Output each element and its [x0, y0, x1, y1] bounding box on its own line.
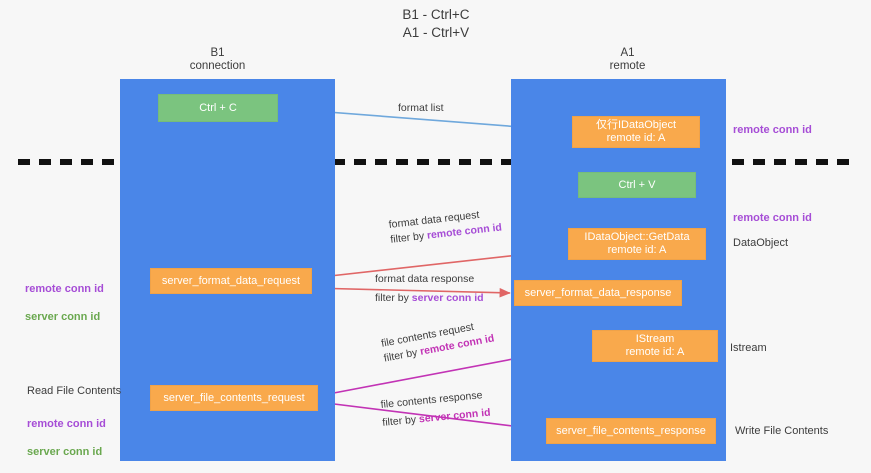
box-getdata[interactable]: IDataObject::GetData remote id: A [568, 228, 706, 260]
edge-label-format-data-request-group: format data request filter by remote con… [388, 206, 503, 248]
edge-label-file-contents-response-group: file contents response filter by server … [380, 388, 491, 431]
edge-label-format-data-response: format data response [375, 273, 475, 285]
annotation-left-remote-conn-id-2: remote conn id [27, 418, 106, 430]
annotation-write-file-contents: Write File Contents [735, 425, 829, 437]
filter-prefix: filter by [375, 292, 412, 304]
annotation-read-file-contents: Read File Contents [27, 385, 122, 397]
lane-header-b1: B1 connection [189, 47, 246, 72]
box-ctrl-c[interactable]: Ctrl + C [158, 94, 278, 122]
lane-header-a1: A1 remote [609, 47, 646, 72]
box-server-format-data-request[interactable]: server_format_data_request [150, 268, 312, 294]
annotation-left-conn-ids-bottom: remote conn id server conn id [27, 403, 106, 473]
annotation-remote-conn-id-top: remote conn id [733, 124, 812, 136]
filter-value: server conn id [411, 292, 484, 304]
edge-label-format-data-response-group: format data response filter by server co… [375, 272, 484, 306]
box-server-file-contents-request[interactable]: server_file_contents_request [150, 385, 318, 411]
annotation-left-remote-conn-id: remote conn id [25, 283, 104, 295]
annotation-istream: Istream [730, 342, 767, 354]
filter-value: server conn id [418, 406, 492, 426]
annotation-left-conn-ids-top: remote conn id server conn id [25, 268, 104, 338]
filter-prefix: filter by [389, 229, 428, 246]
edge-label-format-data-response-filter: filter by server conn id [375, 291, 484, 306]
box-server-file-contents-response[interactable]: server_file_contents_response [546, 418, 716, 444]
annotation-left-server-conn-id-2: server conn id [27, 446, 103, 458]
annotation-left-server-conn-id: server conn id [25, 311, 101, 323]
edge-label-file-contents-request-group: file contents request filter by remote c… [380, 317, 496, 367]
box-ctrl-v[interactable]: Ctrl + V [578, 172, 696, 198]
edge-label-format-list: format list [398, 102, 444, 114]
annotation-remote-conn-id-mid: remote conn id [733, 212, 812, 224]
page-title: B1 - Ctrl+C A1 - Ctrl+V [402, 7, 470, 40]
box-server-format-data-response[interactable]: server_format_data_response [514, 280, 682, 306]
box-idataobject-remote[interactable]: 仅行IDataObject remote id: A [572, 116, 700, 148]
annotation-dataobject: DataObject [733, 237, 789, 249]
box-istream[interactable]: IStream remote id: A [592, 330, 718, 362]
filter-prefix: filter by [381, 413, 420, 429]
